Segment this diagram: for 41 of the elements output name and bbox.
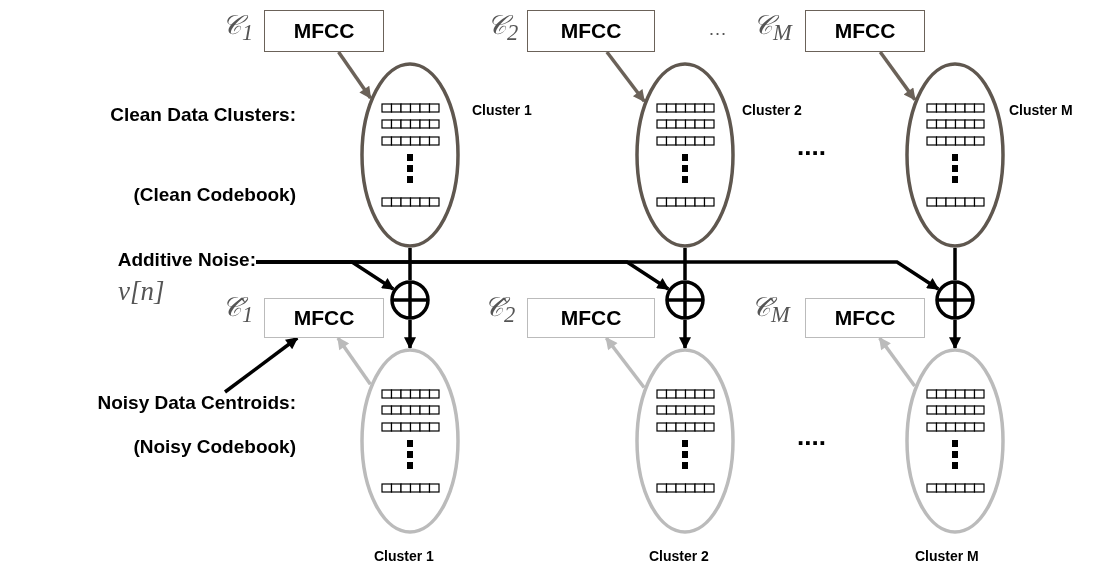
arrow [337,51,372,99]
feature-box: MFCC [264,298,384,338]
caption-text: Clean Data Clusters: [109,104,296,126]
connector-line [953,248,957,280]
cluster-label: Cluster M [1009,102,1073,118]
caption-text: Noisy Data Centroids: [96,392,296,414]
ellipsis: .... [797,136,827,156]
cluster-label: Cluster 2 [649,548,709,564]
arrow [604,336,646,389]
math-symbol: v[n] [118,276,165,307]
arrow [336,337,372,386]
arrow [256,260,940,291]
math-symbol: 𝒞$_{1}$ [222,10,254,47]
ellipsis: .... [797,426,827,446]
connector-line [408,248,412,280]
math-symbol: 𝒞̂$_{2}$ [484,292,516,329]
cluster-label: Cluster 2 [742,102,802,118]
feature-box: MFCC [805,10,925,52]
arrow [878,336,917,387]
arrow [605,50,646,103]
feature-box: MFCC [527,298,655,338]
arrow [223,336,299,394]
input-label: Additive Noise: [60,249,256,271]
math-symbol: 𝒞̂$_{1}$ [222,292,254,329]
feature-box: MFCC [527,10,655,52]
caption-text: (Clean Codebook) [132,184,296,206]
math-symbol: 𝒞̂$_{M}$ [751,292,790,329]
arrow [404,320,416,350]
caption-text: (Noisy Codebook) [132,436,296,458]
connector-line [683,248,687,280]
arrow [679,320,691,350]
feature-box: MFCC [805,298,925,338]
cluster-label: Cluster 1 [374,548,434,564]
cluster-label: Cluster 1 [472,102,532,118]
ellipsis: … [708,18,728,40]
feature-box: MFCC [264,10,384,52]
math-symbol: 𝒞$_{2}$ [487,10,519,47]
arrow [878,50,917,101]
math-symbol: 𝒞$_{M}$ [753,10,792,47]
arrow [949,320,961,350]
cluster-label: Cluster M [915,548,979,564]
